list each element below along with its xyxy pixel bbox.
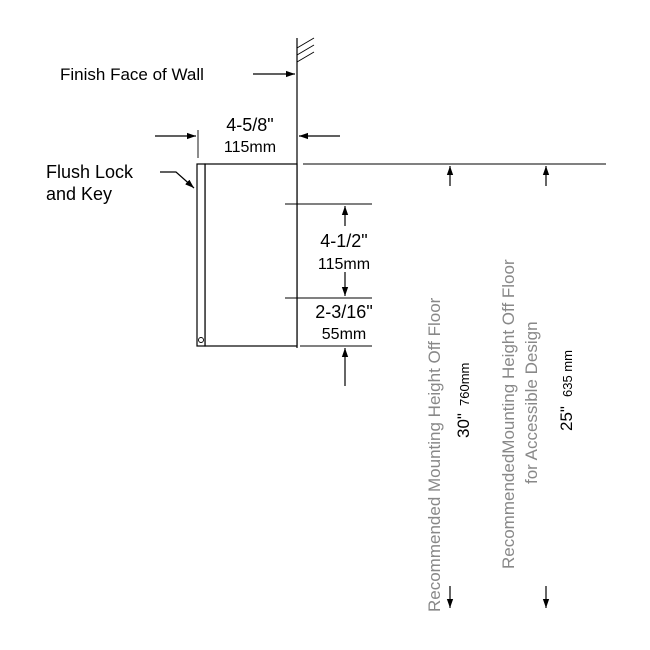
- upper-imperial: 4-1/2": [320, 231, 367, 251]
- mount-accessible: RecommendedMounting Height Off Floor for…: [499, 166, 576, 608]
- mount-ada-line1: RecommendedMounting Height Off Floor: [499, 259, 518, 569]
- vertical-dimensions: 4-1/2" 115mm 2-3/16" 55mm: [285, 203, 373, 386]
- lock-leader: [160, 171, 195, 189]
- mount-std-imperial: 30": [454, 413, 473, 438]
- width-imperial: 4-5/8": [226, 115, 273, 135]
- mount-ada-metric: 635 mm: [560, 350, 575, 397]
- mount-standard: Recommended Mounting Height Off Floor 30…: [425, 166, 473, 612]
- width-metric: 115mm: [224, 139, 276, 156]
- lock-icon: [198, 337, 204, 343]
- wall-label: Finish Face of Wall: [60, 65, 204, 84]
- cabinet: [196, 163, 298, 347]
- wall: [296, 37, 315, 348]
- cabinet-door: [196, 163, 206, 347]
- mount-std-metric: 760mm: [457, 363, 472, 406]
- cabinet-body: [204, 163, 298, 347]
- upper-metric: 115mm: [318, 256, 370, 273]
- lower-metric: 55mm: [322, 326, 366, 343]
- mount-std-label: Recommended Mounting Height Off Floor: [425, 297, 444, 612]
- width-dimension: 4-5/8" 115mm: [155, 115, 340, 158]
- lock-label-line1: Flush Lock: [46, 162, 134, 182]
- lock-label-line2: and Key: [46, 184, 112, 204]
- mount-ada-line2: for Accessible Design: [522, 321, 541, 484]
- lower-imperial: 2-3/16": [315, 302, 372, 322]
- wall-hatch: [296, 37, 315, 63]
- mount-ada-imperial: 25": [557, 406, 576, 431]
